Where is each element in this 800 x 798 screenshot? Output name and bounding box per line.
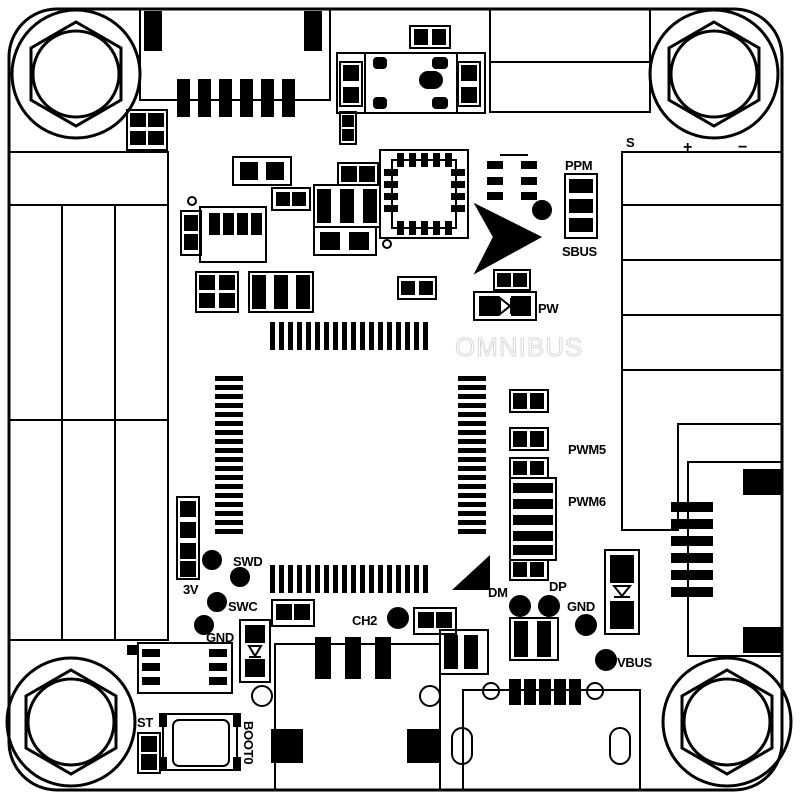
mcu-bottom-pins bbox=[270, 565, 428, 593]
label-s: S bbox=[626, 135, 635, 150]
boot-button-area bbox=[127, 642, 273, 774]
label-boot0: BOOT0 bbox=[241, 721, 256, 764]
label-swd: SWD bbox=[233, 554, 262, 569]
label-dm: DM bbox=[488, 585, 508, 600]
micro-usb bbox=[271, 637, 441, 790]
mount-hole-bottom-left bbox=[5, 656, 137, 788]
mcu-pin1-marker bbox=[452, 555, 490, 590]
mcu-top-pins bbox=[270, 322, 428, 350]
gyro-chip bbox=[313, 149, 469, 256]
mcu-right-pins bbox=[458, 376, 486, 534]
right-solder-pads bbox=[621, 151, 782, 531]
label-gnd-right: GND bbox=[567, 599, 595, 614]
top-right-connector bbox=[489, 9, 651, 113]
label-minus: − bbox=[738, 139, 747, 156]
label-st: ST bbox=[137, 715, 153, 730]
mcu-left-pins bbox=[215, 376, 243, 534]
label-pw: PW bbox=[538, 301, 559, 316]
label-ch2: CH2 bbox=[352, 613, 377, 628]
mount-hole-bottom-right bbox=[661, 656, 793, 788]
label-pwm6: PWM6 bbox=[568, 494, 606, 509]
upper-left-components bbox=[180, 156, 314, 313]
label-gnd-left: GND bbox=[206, 630, 234, 645]
top-connector bbox=[139, 9, 331, 117]
label-3v: 3V bbox=[183, 582, 199, 597]
pwm-pads bbox=[509, 389, 557, 581]
mcu-chip bbox=[215, 322, 490, 593]
label-swc: SWC bbox=[228, 599, 258, 614]
label-dp: DP bbox=[549, 579, 567, 594]
swd-pads bbox=[176, 496, 315, 683]
pw-led bbox=[397, 269, 537, 321]
crystal-oscillator bbox=[336, 25, 486, 145]
left-solder-pads bbox=[9, 109, 169, 641]
label-sbus: SBUS bbox=[562, 244, 598, 259]
usb-connector bbox=[604, 461, 782, 657]
label-vbus: VBUS bbox=[617, 655, 653, 670]
omnibus-watermark: OMNIBUS bbox=[455, 332, 583, 362]
label-pwm5: PWM5 bbox=[568, 442, 606, 457]
label-plus: + bbox=[683, 139, 692, 156]
bottom-right-connector bbox=[451, 679, 641, 790]
label-ppm: PPM bbox=[565, 158, 592, 173]
regulator-and-arrow bbox=[473, 154, 598, 275]
board-outline bbox=[7, 7, 784, 792]
